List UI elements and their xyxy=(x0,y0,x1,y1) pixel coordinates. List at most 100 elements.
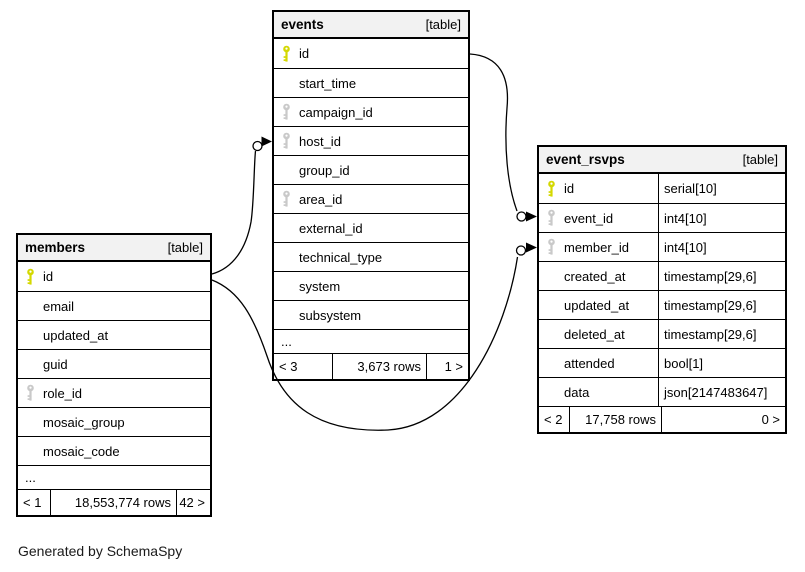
table-footer: < 2 17,758 rows 0 > xyxy=(539,406,785,432)
relationship-curve xyxy=(211,150,257,275)
primary-key-icon xyxy=(18,268,43,286)
table-row: mosaic_group xyxy=(18,407,210,436)
zero-cardinality-circle xyxy=(515,245,527,256)
table-header[interactable]: event_rsvps [table] xyxy=(539,147,785,174)
relationship-members-id-to-events-host-id xyxy=(211,136,272,275)
more-columns-ellipsis: ... xyxy=(18,465,210,489)
column-name: id xyxy=(299,46,310,61)
column-name: role_id xyxy=(43,385,83,401)
foreign-key-icon xyxy=(274,103,299,121)
table-row: subsystem xyxy=(274,300,468,329)
table-row: data json[2147483647] xyxy=(539,377,785,406)
pager-prev: < 3 xyxy=(279,359,298,374)
pager-next: 0 > xyxy=(661,407,785,432)
column-name: host_id xyxy=(299,133,341,149)
more-columns-ellipsis: ... xyxy=(274,329,468,353)
column-name: email xyxy=(43,298,75,314)
table-header[interactable]: events [table] xyxy=(274,12,468,39)
primary-key-icon xyxy=(274,45,299,63)
column-name: technical_type xyxy=(299,249,383,265)
zero-cardinality-circle xyxy=(516,211,527,222)
table-row: system xyxy=(274,271,468,300)
column-type: int4[10] xyxy=(658,204,785,232)
row-count: 3,673 rows xyxy=(332,354,426,379)
table-row: guid xyxy=(18,349,210,378)
column-name: start_time xyxy=(299,75,357,91)
column-name: mosaic_group xyxy=(43,414,125,430)
table-name: event_rsvps xyxy=(546,152,625,167)
table-row: updated_at xyxy=(18,320,210,349)
column-name: updated_at xyxy=(564,297,630,313)
column-name: id xyxy=(564,181,575,196)
table-row: event_id int4[10] xyxy=(539,203,785,232)
column-name: attended xyxy=(564,355,615,371)
foreign-key-icon xyxy=(274,190,299,208)
table-row: start_time xyxy=(274,68,468,97)
column-name: event_id xyxy=(564,210,614,226)
column-name: mosaic_code xyxy=(43,443,120,459)
table-row: group_id xyxy=(274,155,468,184)
column-list: id serial[10] event_id int4[10] member_id int… xyxy=(539,174,785,406)
pager-prev: < 2 xyxy=(544,412,563,427)
table-row: email xyxy=(18,291,210,320)
table-row: area_id xyxy=(274,184,468,213)
pager-next: 42 > xyxy=(176,490,210,515)
column-name: guid xyxy=(43,356,68,372)
column-name: deleted_at xyxy=(564,326,625,342)
table-row: updated_at timestamp[29,6] xyxy=(539,290,785,319)
column-name: area_id xyxy=(299,191,343,207)
column-name: data xyxy=(564,384,590,400)
table-row: id serial[10] xyxy=(539,174,785,203)
table-row: campaign_id xyxy=(274,97,468,126)
pager-prev: < 1 xyxy=(23,495,42,510)
table-type-badge: [table] xyxy=(167,240,203,255)
column-type: serial[10] xyxy=(658,174,785,203)
table-type-badge: [table] xyxy=(742,152,778,167)
arrowhead-icon xyxy=(261,136,272,147)
column-name: subsystem xyxy=(299,307,362,323)
column-name: external_id xyxy=(299,220,363,236)
table-row: id xyxy=(274,39,468,68)
table-row: mosaic_code xyxy=(18,436,210,465)
pager-next: 1 > xyxy=(426,354,468,379)
table-type-badge: [table] xyxy=(425,17,461,32)
column-type: timestamp[29,6] xyxy=(658,291,785,319)
column-type: json[2147483647] xyxy=(658,378,785,406)
table-footer: < 3 3,673 rows 1 > xyxy=(274,353,468,379)
row-count: 17,758 rows xyxy=(569,407,661,432)
table-name: events xyxy=(281,17,324,32)
primary-key-icon xyxy=(539,180,564,198)
relationship-curve xyxy=(469,53,518,212)
column-type: int4[10] xyxy=(658,233,785,261)
foreign-key-icon xyxy=(18,384,43,402)
column-type: bool[1] xyxy=(658,349,785,377)
table-row: deleted_at timestamp[29,6] xyxy=(539,319,785,348)
table-row: host_id xyxy=(274,126,468,155)
row-count: 18,553,774 rows xyxy=(50,490,176,515)
arrowhead-icon xyxy=(526,242,537,253)
relationship-events-id-to-event-rsvps-event-id xyxy=(469,53,537,222)
table-row: id xyxy=(18,262,210,291)
table-row: created_at timestamp[29,6] xyxy=(539,261,785,290)
column-name: id xyxy=(43,269,54,284)
table-row: external_id xyxy=(274,213,468,242)
foreign-key-icon xyxy=(539,238,564,256)
column-name: created_at xyxy=(564,268,626,284)
column-name: campaign_id xyxy=(299,104,373,120)
column-name: member_id xyxy=(564,239,630,255)
arrowhead-icon xyxy=(526,211,537,222)
table-row: member_id int4[10] xyxy=(539,232,785,261)
table-header[interactable]: members [table] xyxy=(18,235,210,262)
zero-cardinality-circle xyxy=(252,140,263,152)
table-name: members xyxy=(25,240,86,255)
foreign-key-icon xyxy=(274,132,299,150)
column-type: timestamp[29,6] xyxy=(658,262,785,290)
generated-by-note: Generated by SchemaSpy xyxy=(18,543,183,559)
column-type: timestamp[29,6] xyxy=(658,320,785,348)
table-row: technical_type xyxy=(274,242,468,271)
